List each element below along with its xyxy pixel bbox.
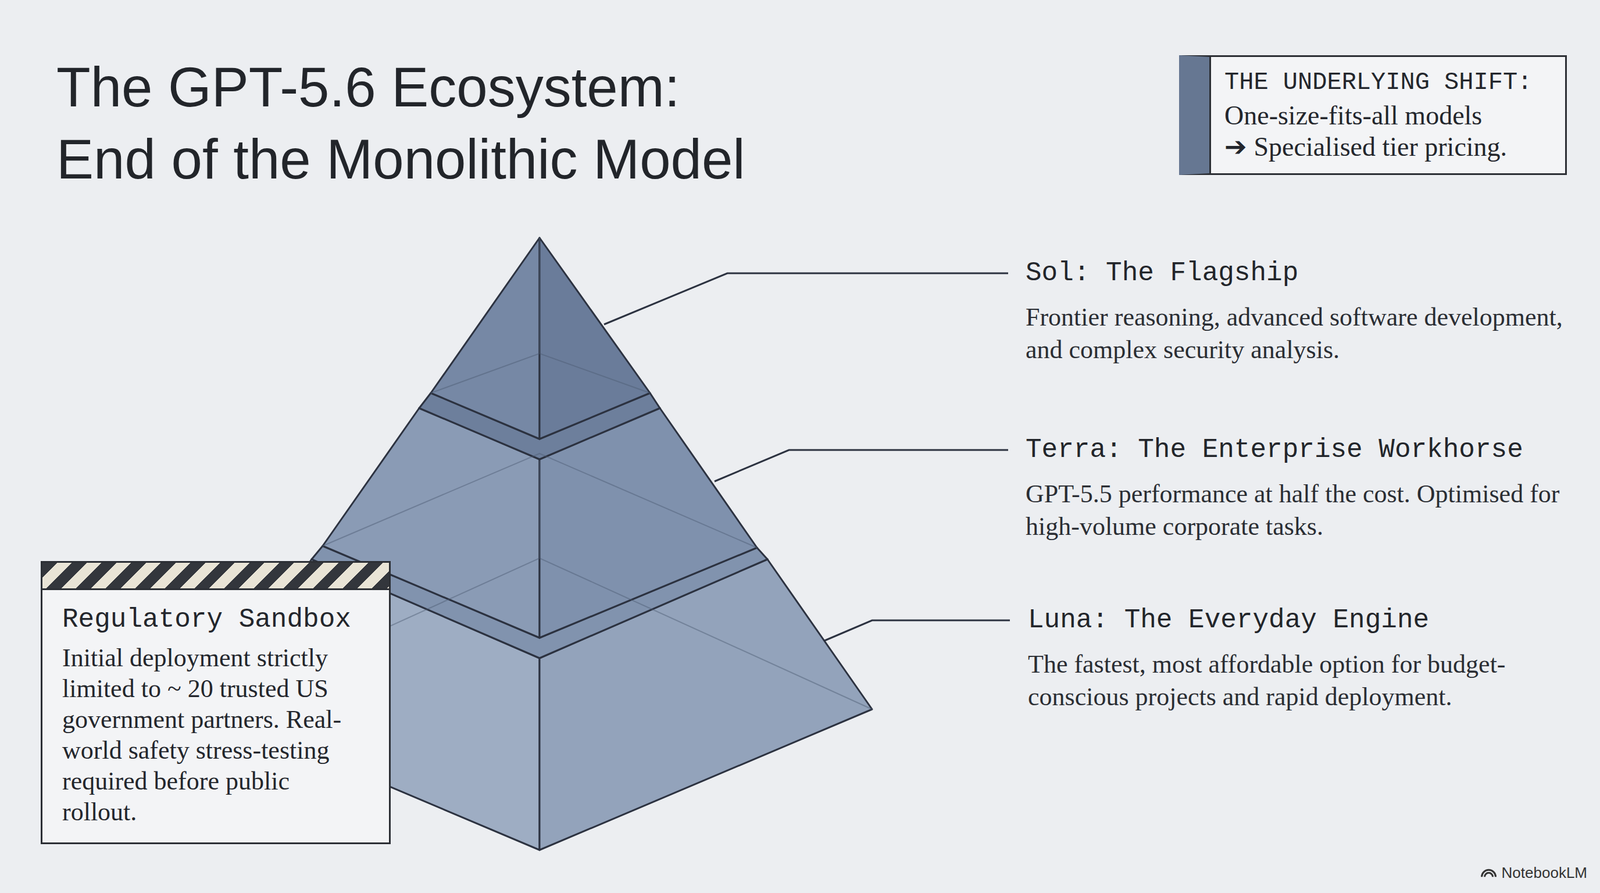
tier-description: The fastest, most affordable option for … <box>1027 648 1581 714</box>
diagram-title: The GPT-5.6 Ecosystem: End of the Monoli… <box>56 51 929 196</box>
callout-box: THE UNDERLYING SHIFT:One-size-fits-all m… <box>1179 55 1567 175</box>
warning-heading: Regulatory Sandbox <box>62 602 370 637</box>
warning-body: Initial deployment strictly limited to ~… <box>62 642 370 828</box>
callout-heading: THE UNDERLYING SHIFT: <box>1224 67 1550 98</box>
tier-left-face <box>430 237 540 439</box>
watermark: NotebookLM <box>1501 863 1588 882</box>
tier-description: Frontier reasoning, advanced software de… <box>1025 301 1578 367</box>
warning-box: Regulatory SandboxInitial deployment str… <box>40 561 391 845</box>
tier-heading: Luna: The Everyday Engine <box>1027 604 1430 637</box>
warning-content: Regulatory SandboxInitial deployment str… <box>42 590 389 843</box>
tier-description: GPT-5.5 performance at half the cost. Op… <box>1025 477 1578 544</box>
leader-lines <box>604 273 1010 641</box>
tier-heading: Sol: The Flagship <box>1025 256 1299 290</box>
hazard-stripe <box>42 562 389 591</box>
callout-body: One-size-fits-all models ➔ Specialised t… <box>1224 100 1550 163</box>
tier-heading: Terra: The Enterprise Workhorse <box>1025 433 1524 467</box>
watermark-icon <box>1481 869 1496 877</box>
tier-right-face <box>539 237 650 439</box>
